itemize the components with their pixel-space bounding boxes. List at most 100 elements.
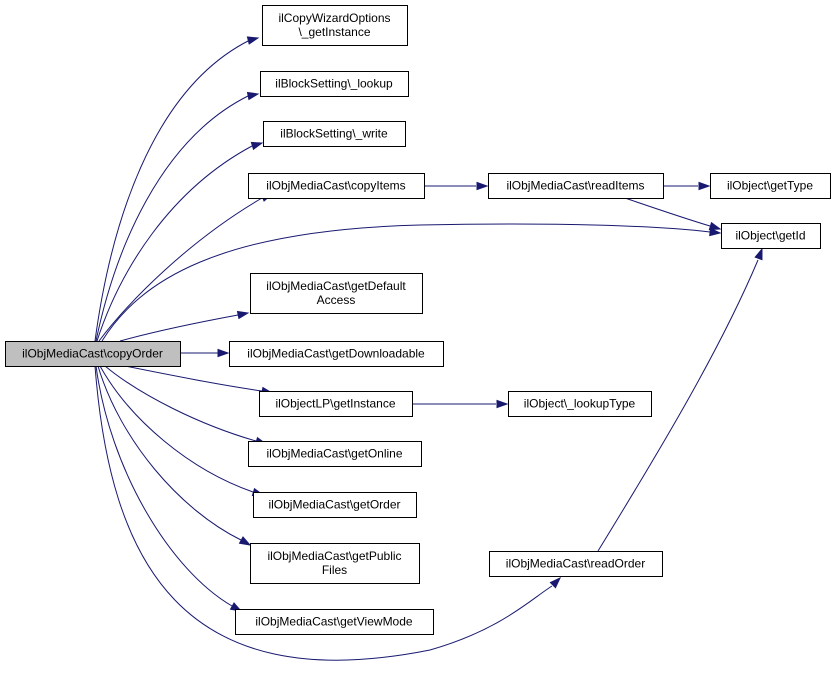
edge-line <box>104 365 257 442</box>
graph-node-lookupType[interactable]: ilObject\_lookupType <box>508 391 652 417</box>
graph-node-getOrder[interactable]: ilObjMediaCast\getOrder <box>253 492 417 518</box>
node-box <box>260 71 409 97</box>
node-box <box>5 341 181 367</box>
edge-line <box>94 365 553 661</box>
arrowhead-icon <box>549 576 562 589</box>
arrowhead-icon <box>496 399 509 409</box>
node-label: Access <box>317 293 356 307</box>
graph-node-copyItems[interactable]: ilObjMediaCast\copyItems <box>248 173 425 199</box>
arrowhead-icon <box>246 36 260 45</box>
node-box <box>508 391 652 417</box>
node-label: ilObjMediaCast\readOrder <box>506 557 645 571</box>
call-edge-copyOrder-to-readOrder <box>94 365 562 661</box>
call-edge-copyOrder-to-getId <box>101 223 722 342</box>
graph-node-getInstanceLP[interactable]: ilObjectLP\getInstance <box>259 391 413 417</box>
graph-node-getType[interactable]: ilObject\getType <box>710 173 831 199</box>
node-label: ilObjMediaCast\getOnline <box>266 447 402 461</box>
node-label: ilObjMediaCast\readItems <box>506 179 644 193</box>
node-label: ilCopyWizardOptions <box>278 11 390 25</box>
node-box <box>488 173 664 199</box>
arrowhead-icon <box>250 141 264 151</box>
node-label: ilBlockSetting\_lookup <box>275 77 393 91</box>
node-box <box>710 173 831 199</box>
node-label: ilObjMediaCast\getViewMode <box>255 615 413 629</box>
edge-line <box>119 314 239 342</box>
node-box <box>248 441 422 467</box>
graph-node-copyWizard[interactable]: ilCopyWizardOptions\_getInstance <box>262 5 408 46</box>
node-box <box>253 492 417 518</box>
node-label: ilObjectLP\getInstance <box>275 397 395 411</box>
node-label: ilObject\getId <box>735 229 805 243</box>
call-edge-copyItems-to-readItems <box>424 181 489 191</box>
node-box <box>263 121 406 147</box>
graph-node-blockLookup[interactable]: ilBlockSetting\_lookup <box>260 71 409 97</box>
edge-line <box>624 197 711 227</box>
arrowhead-icon <box>238 536 252 546</box>
node-label: ilObjMediaCast\getPublic <box>267 549 401 563</box>
call-edge-readItems-to-getId <box>624 197 722 231</box>
node-box <box>489 551 663 577</box>
node-label: ilObjMediaCast\getDownloadable <box>247 347 425 361</box>
arrowhead-icon <box>698 181 711 191</box>
call-edge-copyOrder-to-getPublicFiles <box>97 365 252 546</box>
node-label: ilObject\_lookupType <box>524 397 636 411</box>
nodes-layer: ilObjMediaCast\copyOrder ilCopyWizardOpti… <box>5 5 831 635</box>
call-edge-readOrder-to-getId <box>597 247 763 552</box>
node-box <box>250 543 420 584</box>
edge-line <box>97 365 242 541</box>
arrowhead-icon <box>708 221 722 231</box>
node-label: ilObjMediaCast\getOrder <box>268 498 400 512</box>
call-edge-copyOrder-to-getViewMode <box>95 365 243 612</box>
arrowhead-icon <box>246 91 260 101</box>
edge-line <box>95 365 233 607</box>
call-edge-copyOrder-to-copyItems <box>98 193 274 342</box>
graph-node-getDownloadable[interactable]: ilObjMediaCast\getDownloadable <box>229 341 444 367</box>
call-edge-copyOrder-to-getDownloadable <box>181 348 230 358</box>
node-label: ilObjMediaCast\getDefault <box>266 279 406 293</box>
edge-line <box>124 365 263 392</box>
node-label: \_getInstance <box>298 25 370 39</box>
arrowhead-icon <box>709 227 722 237</box>
arrowhead-icon <box>476 181 489 191</box>
edge-line <box>597 259 759 552</box>
call-edge-copyOrder-to-getDefaultAccess <box>119 310 250 342</box>
node-label: ilObjMediaCast\copyItems <box>266 179 405 193</box>
node-label: ilBlockSetting\_write <box>280 127 388 141</box>
call-edge-copyOrder-to-getOrder <box>99 365 265 497</box>
arrowhead-icon <box>217 348 230 358</box>
graph-node-readOrder[interactable]: ilObjMediaCast\readOrder <box>489 551 663 577</box>
edge-line <box>95 95 249 342</box>
node-box <box>250 273 423 314</box>
call-edge-copyOrder-to-copyWizard <box>94 36 260 342</box>
call-edge-copyOrder-to-blockWrite <box>96 141 264 342</box>
graph-node-getViewMode[interactable]: ilObjMediaCast\getViewMode <box>235 609 434 635</box>
node-box <box>248 173 425 199</box>
node-label: ilObject\getType <box>727 179 813 193</box>
arrowhead-icon <box>754 247 763 261</box>
arrowhead-icon <box>236 310 250 320</box>
node-box <box>721 223 821 249</box>
node-box <box>262 5 408 46</box>
node-label: ilObjMediaCast\copyOrder <box>22 347 163 361</box>
node-box <box>235 609 434 635</box>
graph-node-getOnline[interactable]: ilObjMediaCast\getOnline <box>248 441 422 467</box>
node-label: Files <box>322 563 347 577</box>
graph-node-readItems[interactable]: ilObjMediaCast\readItems <box>488 173 664 199</box>
node-box <box>229 341 444 367</box>
graph-node-blockWrite[interactable]: ilBlockSetting\_write <box>263 121 406 147</box>
graph-node-copyOrder[interactable]: ilObjMediaCast\copyOrder <box>5 341 181 367</box>
edge-line <box>96 145 253 342</box>
call-edge-getInstanceLP-to-lookupType <box>412 399 509 409</box>
call-edge-readItems-to-getType <box>663 181 711 191</box>
graph-node-getId[interactable]: ilObject\getId <box>721 223 821 249</box>
edge-line <box>99 365 254 493</box>
edge-line <box>94 39 251 342</box>
edge-line <box>98 197 263 342</box>
edge-line <box>101 223 711 342</box>
node-box <box>259 391 413 417</box>
call-edge-copyOrder-to-blockLookup <box>95 91 260 342</box>
